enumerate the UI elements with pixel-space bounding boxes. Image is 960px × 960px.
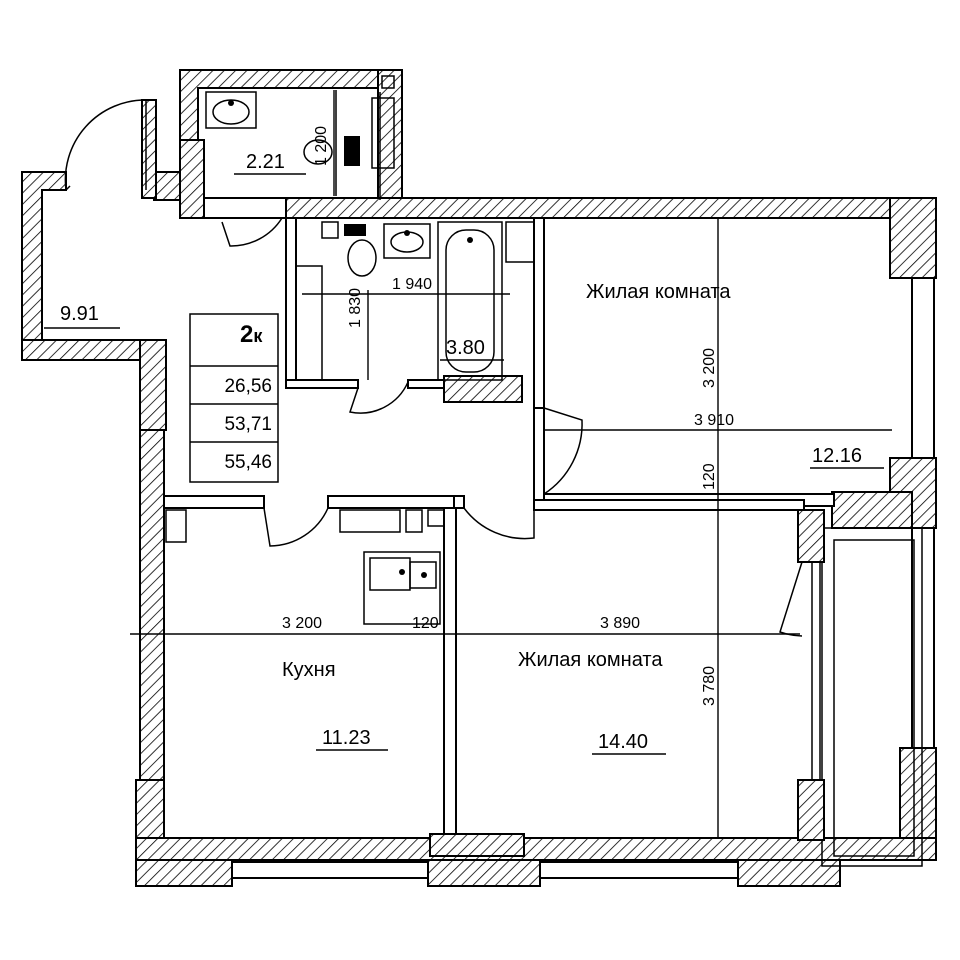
doors [64, 99, 803, 637]
kitchen-door-swing [263, 507, 329, 547]
dim-living1-width: 3 910 [694, 412, 734, 429]
balcony-door-swing [779, 561, 803, 637]
living-area-value: 26,56 [224, 376, 272, 397]
living-room-1-area: 12.16 [812, 445, 862, 467]
partition-hall-wc [203, 197, 287, 219]
kitchen-name: Кухня [282, 659, 336, 681]
wall-bottom-pier-1 [135, 859, 233, 887]
living-room-2-area: 14.40 [598, 731, 648, 753]
kitchen-area: 11.23 [322, 727, 371, 749]
wall-right-pier-3 [899, 747, 937, 839]
wc-door-swing [221, 217, 283, 247]
partitions [141, 99, 835, 857]
kitchen-sink [363, 551, 441, 625]
wall-wc-right [377, 69, 403, 199]
partition-kitchen-top [163, 495, 265, 509]
partition-living2-top [533, 499, 805, 511]
partition-bath-bottom-2 [407, 379, 445, 389]
wall-bottom [135, 837, 937, 861]
walls [21, 69, 937, 887]
bathroom-area: 3.80 [446, 337, 485, 359]
wall-loggia-top [831, 491, 913, 529]
dim-partition: 120 [701, 463, 718, 490]
partition-living1-left [533, 407, 545, 509]
wall-hall-right [153, 171, 181, 201]
living-room-2-name: Жилая комната [518, 649, 663, 671]
fixtures [165, 75, 535, 625]
wall-top-right-pier [889, 197, 937, 279]
dim-living1-height: 3 200 [701, 348, 718, 388]
window-right-1 [911, 277, 935, 459]
partition-bath-right [533, 217, 545, 409]
wall-top [285, 197, 937, 219]
window-right-2 [911, 527, 935, 749]
wall-hall-bottom [21, 339, 141, 361]
wall-kitchen-niche [429, 833, 525, 857]
dim-kitchen-width: 3 200 [282, 615, 322, 632]
dim-wc-height: 1 200 [313, 126, 330, 166]
wall-hall-column [139, 339, 167, 431]
wc-toilet [303, 139, 333, 165]
wall-wc-left [179, 139, 205, 219]
wall-living2-right-lower [797, 779, 825, 841]
loggia-inner [833, 539, 915, 857]
dim-living2-width: 3 890 [600, 615, 640, 632]
dim-living2-height: 3 780 [701, 666, 718, 706]
partition-corridor [453, 495, 465, 509]
entry-door-swing [64, 99, 147, 191]
living1-door-swing [543, 407, 583, 495]
kitchen-stove [339, 509, 401, 533]
bath-toilet [347, 239, 377, 277]
bath-door-swing [349, 381, 409, 414]
info-table: 2к 26,56 53,71 55,46 [189, 313, 279, 483]
wall-wc-top [179, 69, 401, 141]
flat-type-code: 2к [240, 321, 263, 348]
partition-bath-left [285, 217, 297, 389]
living2-door-swing [463, 507, 535, 540]
wc-sink [205, 91, 257, 129]
hall-area: 9.91 [60, 303, 99, 325]
living-room-1-name: Жилая комната [586, 281, 731, 303]
partition-kitchen-living2 [443, 507, 457, 839]
bath-sink [383, 223, 431, 259]
dim-bath-width: 1 940 [392, 276, 432, 293]
room-labels: Жилая комната 12.16 Жилая комната 14.40 … [44, 151, 884, 755]
wall-bottom-pier-3 [737, 859, 841, 887]
partition-bath-bottom [285, 379, 359, 389]
dim-kitchen-partition: 120 [412, 615, 439, 632]
total-area-value: 53,71 [224, 414, 272, 435]
window-bottom-1 [231, 861, 429, 879]
window-bottom-2 [539, 861, 739, 879]
total-area-with-loggia-value: 55,46 [224, 452, 272, 473]
dimension-labels: 1 940 1 830 1 200 3 200 3 910 120 3 200 … [282, 126, 734, 706]
partition-kitchen-top-2 [327, 495, 455, 509]
wall-entry-jamb [141, 99, 157, 199]
wc-area: 2.21 [246, 151, 285, 173]
bathtub [437, 221, 503, 381]
wall-living2-right-upper [797, 509, 825, 563]
dim-bath-height: 1 830 [347, 288, 364, 328]
dimension-lines [130, 90, 892, 838]
wall-bottom-pier-2 [427, 859, 541, 887]
